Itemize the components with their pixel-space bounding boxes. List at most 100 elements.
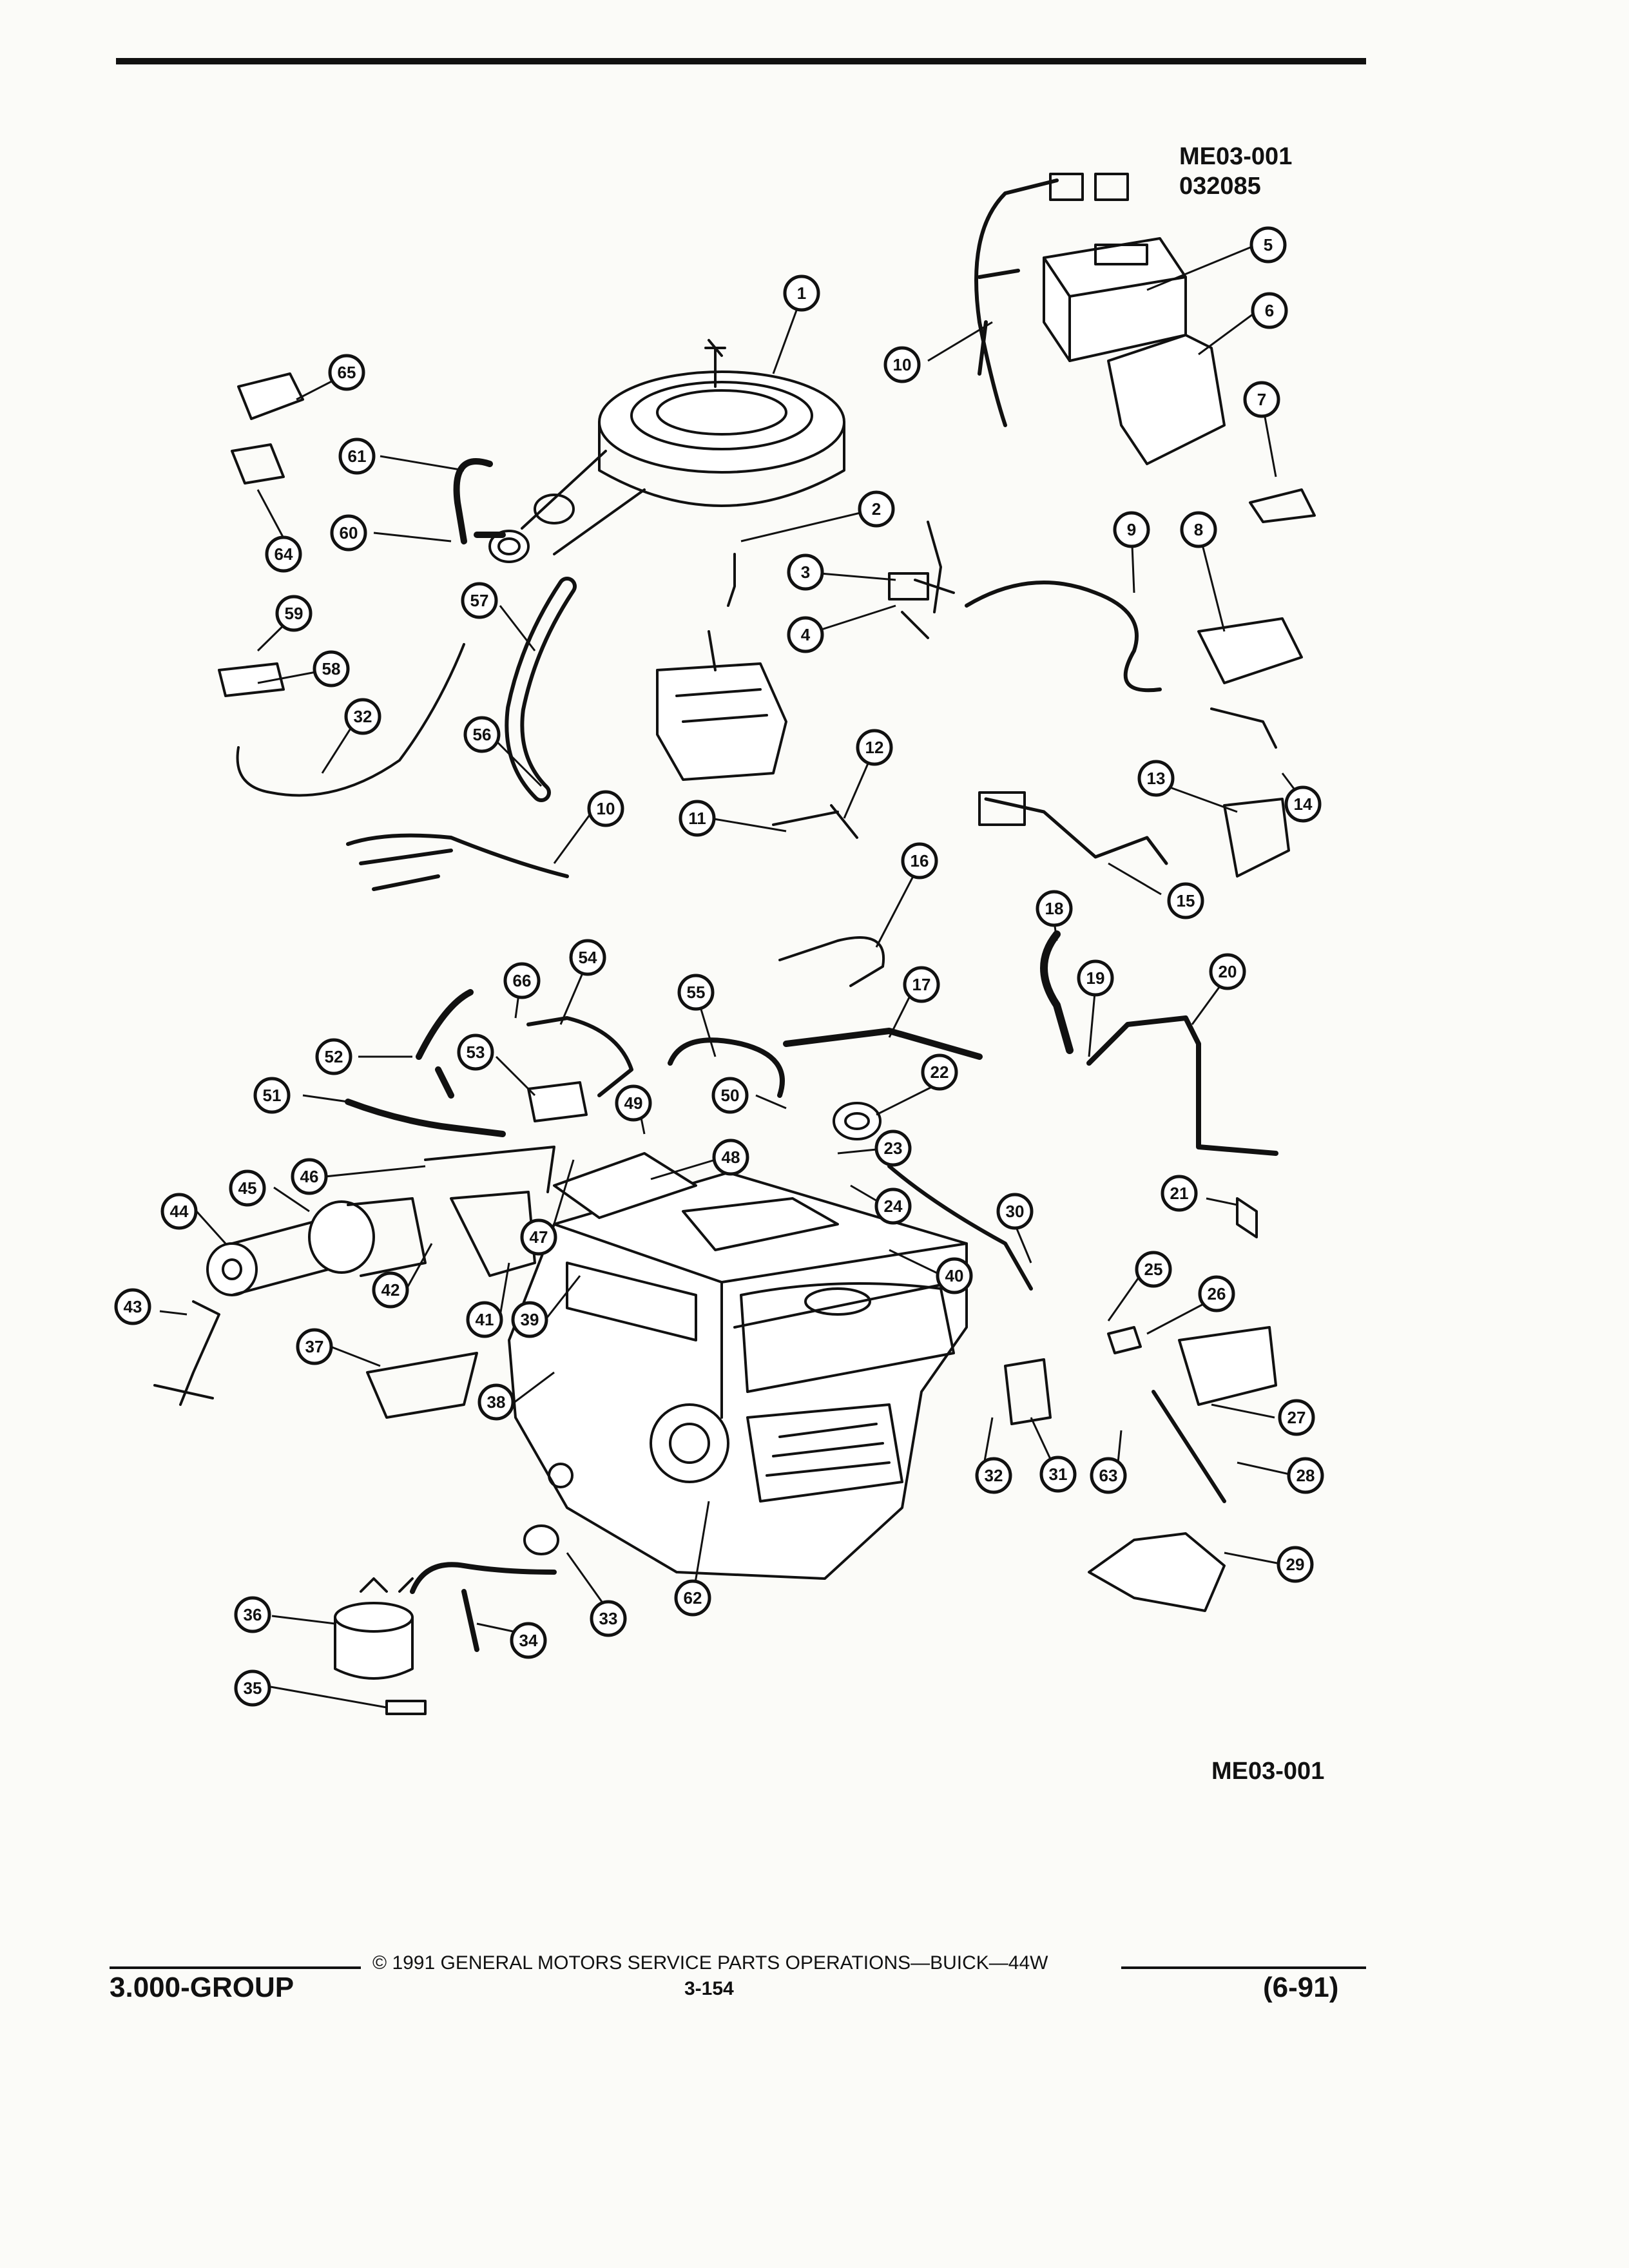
callout-circle [677, 974, 715, 1011]
line-54-part [526, 1016, 633, 1097]
callout-66: 66 [503, 962, 541, 999]
callout-62: 62 [674, 1579, 711, 1617]
callout-label: 39 [521, 1310, 539, 1329]
callout-label: 65 [338, 363, 356, 382]
callout-55: 55 [677, 974, 715, 1011]
module-59-part [218, 662, 285, 697]
callout-60: 60 [330, 514, 367, 552]
callout-label: 44 [170, 1202, 189, 1221]
footer-rule-left-main [110, 1966, 361, 1969]
callout-circle [901, 842, 938, 879]
callout-28: 28 [1287, 1457, 1324, 1494]
callout-circle [679, 800, 716, 837]
callout-label: 29 [1286, 1555, 1305, 1574]
callout-2: 2 [858, 490, 895, 528]
callout-36: 36 [234, 1596, 271, 1633]
plate-64-part [231, 443, 285, 485]
footer-page-number: 3-154 [684, 1978, 734, 1999]
callout-label: 19 [1086, 968, 1105, 988]
callout-label: 20 [1219, 962, 1237, 981]
callout-circle [477, 1383, 515, 1421]
callout-34: 34 [510, 1622, 547, 1659]
callout-label: 49 [624, 1093, 643, 1113]
callout-label: 31 [1049, 1465, 1068, 1484]
callout-circle [520, 1218, 557, 1256]
callout-circle [511, 1301, 548, 1338]
callout-circle [457, 1033, 494, 1071]
callout-label: 36 [244, 1605, 262, 1624]
callout-circle [787, 553, 824, 591]
callout-circle [874, 1187, 912, 1225]
callout-label: 48 [722, 1148, 740, 1167]
callout-circle [711, 1077, 749, 1114]
hose-34b-part [461, 1589, 479, 1652]
callout-label: 8 [1194, 520, 1203, 539]
connector-3-4-part [888, 521, 955, 639]
ecm-module-part [1043, 237, 1187, 362]
bracket-35-part [385, 1700, 427, 1715]
callout-circle [313, 650, 350, 687]
callout-27: 27 [1278, 1399, 1315, 1436]
callout-8: 8 [1180, 511, 1217, 548]
callout-label: 35 [244, 1678, 262, 1698]
callout-circle [975, 1457, 1012, 1494]
callout-52: 52 [315, 1038, 352, 1075]
callout-label: 9 [1127, 520, 1136, 539]
callout-41: 41 [466, 1301, 503, 1338]
callout-label: 22 [930, 1062, 949, 1082]
callout-circle [590, 1600, 627, 1637]
callout-65: 65 [328, 354, 365, 391]
callout-50: 50 [711, 1077, 749, 1114]
hose-34-part [410, 1562, 557, 1594]
callout-13: 13 [1137, 760, 1175, 797]
callout-22: 22 [921, 1053, 958, 1091]
callout-circle [466, 1301, 503, 1338]
callout-circle [674, 1579, 711, 1617]
callout-circle [1284, 785, 1322, 823]
callout-label: 59 [285, 604, 304, 623]
module-8-part [1197, 617, 1303, 684]
callout-label: 4 [801, 625, 811, 644]
callout-circle [328, 354, 365, 391]
callout-circle [114, 1288, 151, 1325]
callout-circle [315, 1038, 352, 1075]
callout-23: 23 [874, 1129, 912, 1167]
callout-label: 42 [381, 1280, 400, 1300]
callout-label: 43 [124, 1297, 142, 1316]
bracket-7-part [1249, 488, 1316, 523]
callout-circle [569, 939, 606, 976]
callout-9: 9 [1113, 511, 1150, 548]
manifold-29-part [1088, 1532, 1226, 1612]
callout-58: 58 [313, 650, 350, 687]
callout-1: 1 [783, 274, 820, 312]
callout-16: 16 [901, 842, 938, 879]
callout-circle [229, 1169, 266, 1207]
callout-17: 17 [903, 966, 940, 1003]
callout-label: 62 [684, 1588, 702, 1608]
callout-32: 32 [975, 1457, 1012, 1494]
callout-15: 15 [1167, 882, 1204, 919]
hose-18-part [1040, 930, 1074, 1054]
callout-circle [1161, 1175, 1198, 1212]
callout-label: 32 [354, 707, 372, 726]
bracket-13-part [1223, 798, 1290, 878]
top-rule [116, 58, 1366, 64]
callout-circle [372, 1271, 409, 1309]
callout-29: 29 [1277, 1546, 1314, 1583]
callout-39: 39 [511, 1301, 548, 1338]
hose-51-part [345, 1099, 506, 1137]
callout-circle [858, 490, 895, 528]
callout-18: 18 [1036, 890, 1073, 927]
callout-label: 26 [1208, 1284, 1226, 1303]
callout-12: 12 [856, 729, 893, 766]
callout-10: 10 [883, 346, 921, 383]
callout-label: 7 [1257, 390, 1266, 409]
callout-label: 55 [687, 983, 706, 1002]
callout-circle [265, 535, 302, 573]
pump-41-part [450, 1191, 536, 1277]
callout-label: 63 [1099, 1466, 1118, 1485]
callout-circle [936, 1257, 973, 1294]
callout-14: 14 [1284, 785, 1322, 823]
